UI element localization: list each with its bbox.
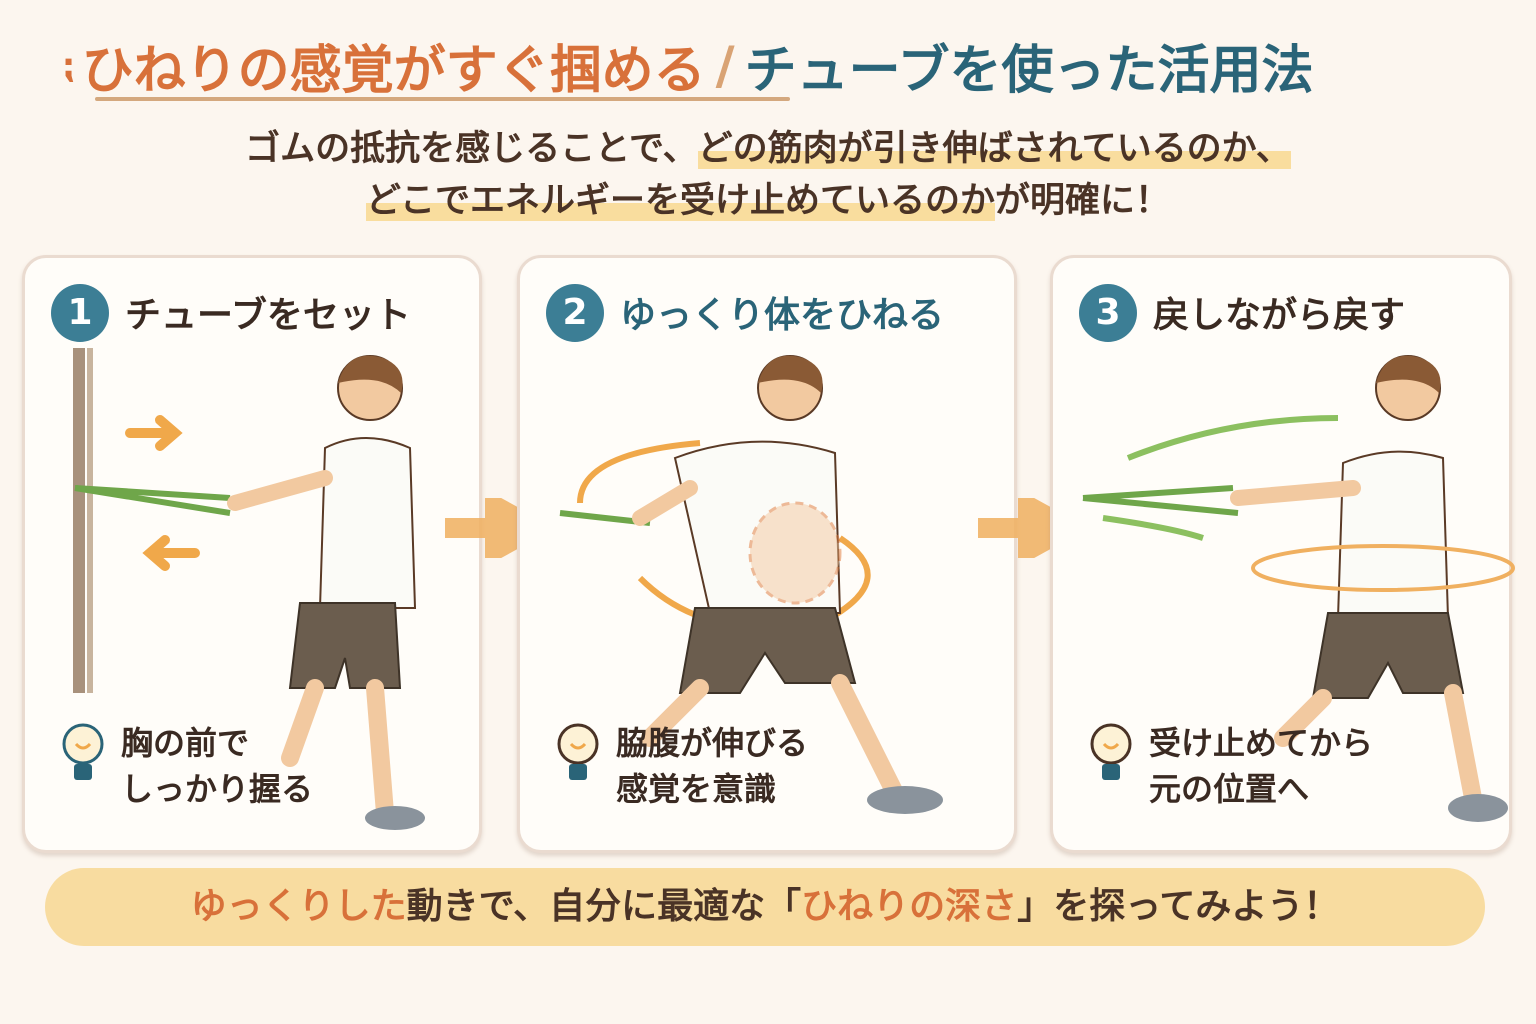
person-returning-illustration: [1082, 355, 1515, 822]
step-number-badge: 2: [546, 284, 604, 342]
banner-emphasis: ゆっくりした: [190, 886, 407, 927]
oblique-muscle-highlight: [748, 501, 842, 605]
lightbulb-icon: [1090, 723, 1132, 780]
rotation-swirl-icon: [1251, 544, 1515, 592]
step-card-1: 1 チューブをセット 胸の前でしっかり握る: [22, 255, 482, 853]
resistance-band: [74, 485, 231, 516]
person-band-setup-illustration: [73, 348, 425, 830]
next-step-arrow-icon: [445, 498, 545, 558]
step-title: 戻しながら戻す: [1153, 295, 1406, 336]
step-number-badge: 1: [51, 284, 109, 342]
banner-emphasis: ひねりの深さ: [801, 886, 1018, 927]
step-title: チューブをセット: [125, 295, 411, 336]
title-underline: [95, 97, 790, 101]
bottom-banner: ゆっくりした動きで、自分に最適な「ひねりの深さ」を探ってみよう！: [45, 868, 1485, 946]
arrow-right-icon: [125, 415, 183, 451]
double-arrow-icon: [1126, 415, 1339, 461]
subtitle-line1: ゴムの抵抗を感じることで、どの筋肉が引き伸ばされているのか、: [0, 120, 1536, 171]
step-card-2: 2 ゆっくり体をひねる 脇腹が伸びる感覚を意識: [517, 255, 1017, 853]
step-card-3: 3 戻しながら戻す 受け止めてから元の位置へ: [1050, 255, 1515, 853]
subtitle-highlight: どの筋肉が引き伸ばされているのか、: [697, 129, 1291, 169]
title-part2: チューブを使った活用法: [744, 41, 1314, 101]
tip-line: 胸の前で: [121, 724, 250, 762]
tip-line: しっかり握る: [121, 770, 314, 808]
subtitle-highlight: どこでエネルギーを受け止めているのか: [366, 181, 995, 221]
title-part1: ひねりの感覚がすぐ掴める: [81, 41, 706, 101]
tip-line: 受け止めてから: [1149, 724, 1374, 762]
wall-pole: [73, 348, 85, 693]
banner-text: 」を探ってみよう！: [1017, 886, 1340, 927]
tip-line: 感覚を意識: [616, 770, 777, 808]
lightbulb-icon: [557, 723, 599, 780]
subtitle-text: ゴムの抵抗を感じることで、: [245, 129, 698, 169]
lightbulb-icon: [62, 723, 104, 780]
subtitle-line2: どこでエネルギーを受け止めているのかが明確に！: [0, 172, 1536, 223]
tip-line: 脇腹が伸びる: [616, 724, 809, 762]
next-step-arrow-icon: [978, 498, 1078, 558]
subtitle-text: が明確に！: [994, 181, 1170, 221]
step-number-badge: 3: [1079, 284, 1137, 342]
arrow-left-icon: [142, 535, 200, 571]
tip-line: 元の位置へ: [1149, 770, 1310, 808]
title-separator: /: [715, 35, 735, 96]
banner-text: 動きで、自分に最適な「: [406, 886, 802, 927]
sparkle-icon: ⁏: [62, 45, 76, 86]
arrow-right-icon: [1102, 515, 1204, 541]
person-twisting-illustration: [559, 355, 943, 814]
rotation-arrow-icon: [577, 440, 701, 504]
step-title: ゆっくり体をひねる: [620, 295, 945, 336]
page-title: ⁏ ひねりの感覚がすぐ掴める / チューブを使った活用法: [62, 28, 1314, 103]
